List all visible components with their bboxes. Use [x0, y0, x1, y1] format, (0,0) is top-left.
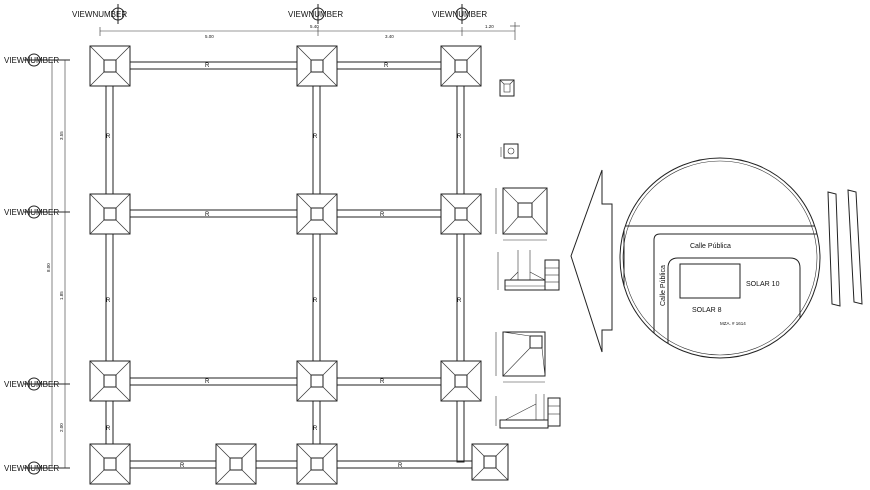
street-name-side: Calle Pública: [660, 265, 667, 306]
top-dimension-line: 5.00 5.40 3.40 1.20: [99, 22, 520, 40]
footings: [89, 45, 509, 485]
top-view-label-1: VIEWNUMBER: [72, 4, 127, 24]
big-arrow: [570, 169, 613, 353]
beam-mark: R: [205, 379, 210, 385]
beam-mark: R: [384, 63, 389, 69]
north-bars: [827, 189, 863, 307]
dim-top-4: 1.20: [485, 24, 494, 29]
dim-top-3: 3.40: [385, 34, 394, 39]
footing-pad: [471, 443, 509, 481]
footing-pad: [296, 360, 338, 402]
view-label-top-1: VIEWNUMBER: [72, 10, 127, 19]
beam-marks: R R R R R R R R R R R R R R R R: [106, 63, 462, 469]
dim-left-1: 3.55: [59, 131, 64, 140]
view-label-left-2: VIEWNUMBER: [4, 208, 59, 217]
footing-pad: [89, 193, 131, 235]
view-label-top-2: VIEWNUMBER: [288, 10, 343, 19]
beam-mark: R: [380, 212, 385, 218]
beam-mark: R: [106, 298, 111, 304]
footing-pad: [89, 443, 131, 485]
lot-secondary-label: SOLAR 8: [692, 307, 722, 314]
street-name: Calle Pública: [690, 243, 731, 250]
footing-pad: [215, 443, 257, 485]
horizontal-beams: [109, 61, 503, 469]
beam-mark: R: [457, 134, 462, 140]
dim-left-2: 8.00: [46, 263, 51, 272]
footing-detail-section-2: [495, 394, 561, 429]
beam-mark: R: [106, 134, 111, 140]
footing-detail-plan-2: [495, 331, 546, 383]
beam-mark: R: [313, 134, 318, 140]
left-dimension-lines: 3.55 8.00 1.85 2.00: [46, 59, 70, 469]
column-detail-small-2: [500, 143, 519, 159]
view-label-left-3: VIEWNUMBER: [4, 380, 59, 389]
lot-main-label: SOLAR 10: [746, 281, 780, 288]
footing-pad: [296, 45, 338, 87]
footing-detail-plan-1: [495, 187, 548, 241]
footing-detail-section-1: [497, 250, 560, 291]
column-detail-small-1: [499, 79, 515, 97]
beam-mark: R: [398, 463, 403, 469]
beam-mark: R: [380, 379, 385, 385]
dim-left-3: 1.85: [59, 291, 64, 300]
beam-mark: R: [313, 298, 318, 304]
dim-top-1: 5.00: [205, 34, 214, 39]
view-label-left-4: VIEWNUMBER: [4, 464, 59, 473]
footing-pad: [296, 193, 338, 235]
footing-pad: [89, 360, 131, 402]
footing-pad: [440, 193, 482, 235]
beam-mark: R: [205, 63, 210, 69]
beam-mark: R: [180, 463, 185, 469]
footing-pad: [89, 45, 131, 87]
footing-pad: [440, 45, 482, 87]
view-label-top-3: VIEWNUMBER: [432, 10, 487, 19]
block-label: MZA. # 1614: [720, 321, 746, 326]
top-view-label-2: VIEWNUMBER: [288, 4, 343, 24]
beam-mark: R: [106, 426, 111, 432]
beam-mark: R: [205, 212, 210, 218]
beam-mark: R: [457, 298, 462, 304]
location-map: Calle Pública Calle Pública SOLAR 10 SOL…: [619, 157, 821, 359]
view-label-left-1: VIEWNUMBER: [4, 56, 59, 65]
dim-left-4: 2.00: [59, 423, 64, 432]
top-view-label-3: VIEWNUMBER: [432, 4, 487, 24]
vertical-beams: [105, 61, 465, 469]
footing-pad: [440, 360, 482, 402]
dim-top-2: 5.40: [310, 24, 319, 29]
footing-pad: [296, 443, 338, 485]
beam-mark: R: [313, 426, 318, 432]
